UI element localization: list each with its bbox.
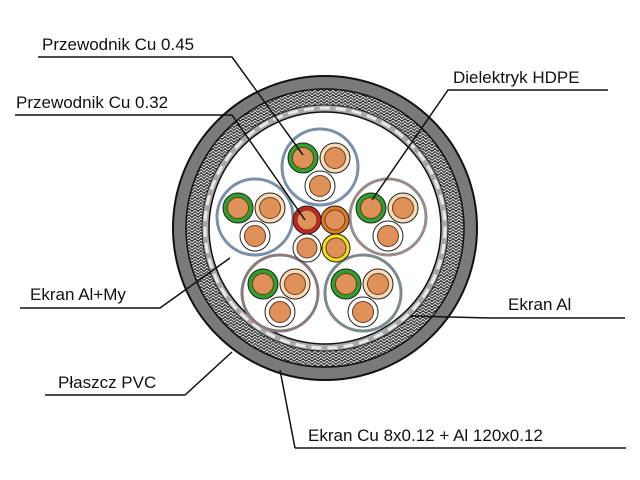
- copper-conductor: [335, 273, 357, 295]
- label-screen-cu: Ekran Cu 8x0.12 + Al 120x0.12: [308, 426, 543, 445]
- label-jacket: Płaszcz PVC: [58, 373, 157, 392]
- copper-conductor: [324, 147, 346, 169]
- copper-conductor: [259, 197, 281, 219]
- copper-conductor: [352, 301, 374, 323]
- label-dielectric: Dielektryk HDPE: [453, 68, 580, 87]
- label-screen-al-my: Ekran Al+My: [30, 285, 126, 304]
- label-conductor-045: Przewodnik Cu 0.45: [42, 35, 195, 54]
- copper-conductor: [367, 273, 389, 295]
- copper-conductor: [360, 197, 382, 219]
- al-screen-highlight: [203, 106, 447, 350]
- label-conductor-032: Przewodnik Cu 0.32: [16, 93, 169, 112]
- copper-conductor: [292, 147, 314, 169]
- label-screen-al: Ekran Al: [508, 295, 572, 314]
- copper-conductor: [377, 225, 399, 247]
- copper-conductor: [269, 301, 291, 323]
- copper-conductor: [284, 273, 306, 295]
- center-copper-conductor: [324, 209, 346, 231]
- center-copper-conductor: [325, 237, 347, 259]
- copper-conductor: [309, 175, 331, 197]
- copper-conductor: [252, 273, 274, 295]
- copper-conductor: [392, 197, 414, 219]
- leader-lines: [15, 56, 626, 449]
- copper-conductor: [227, 197, 249, 219]
- center-copper-conductor: [296, 237, 318, 259]
- copper-conductor: [244, 225, 266, 247]
